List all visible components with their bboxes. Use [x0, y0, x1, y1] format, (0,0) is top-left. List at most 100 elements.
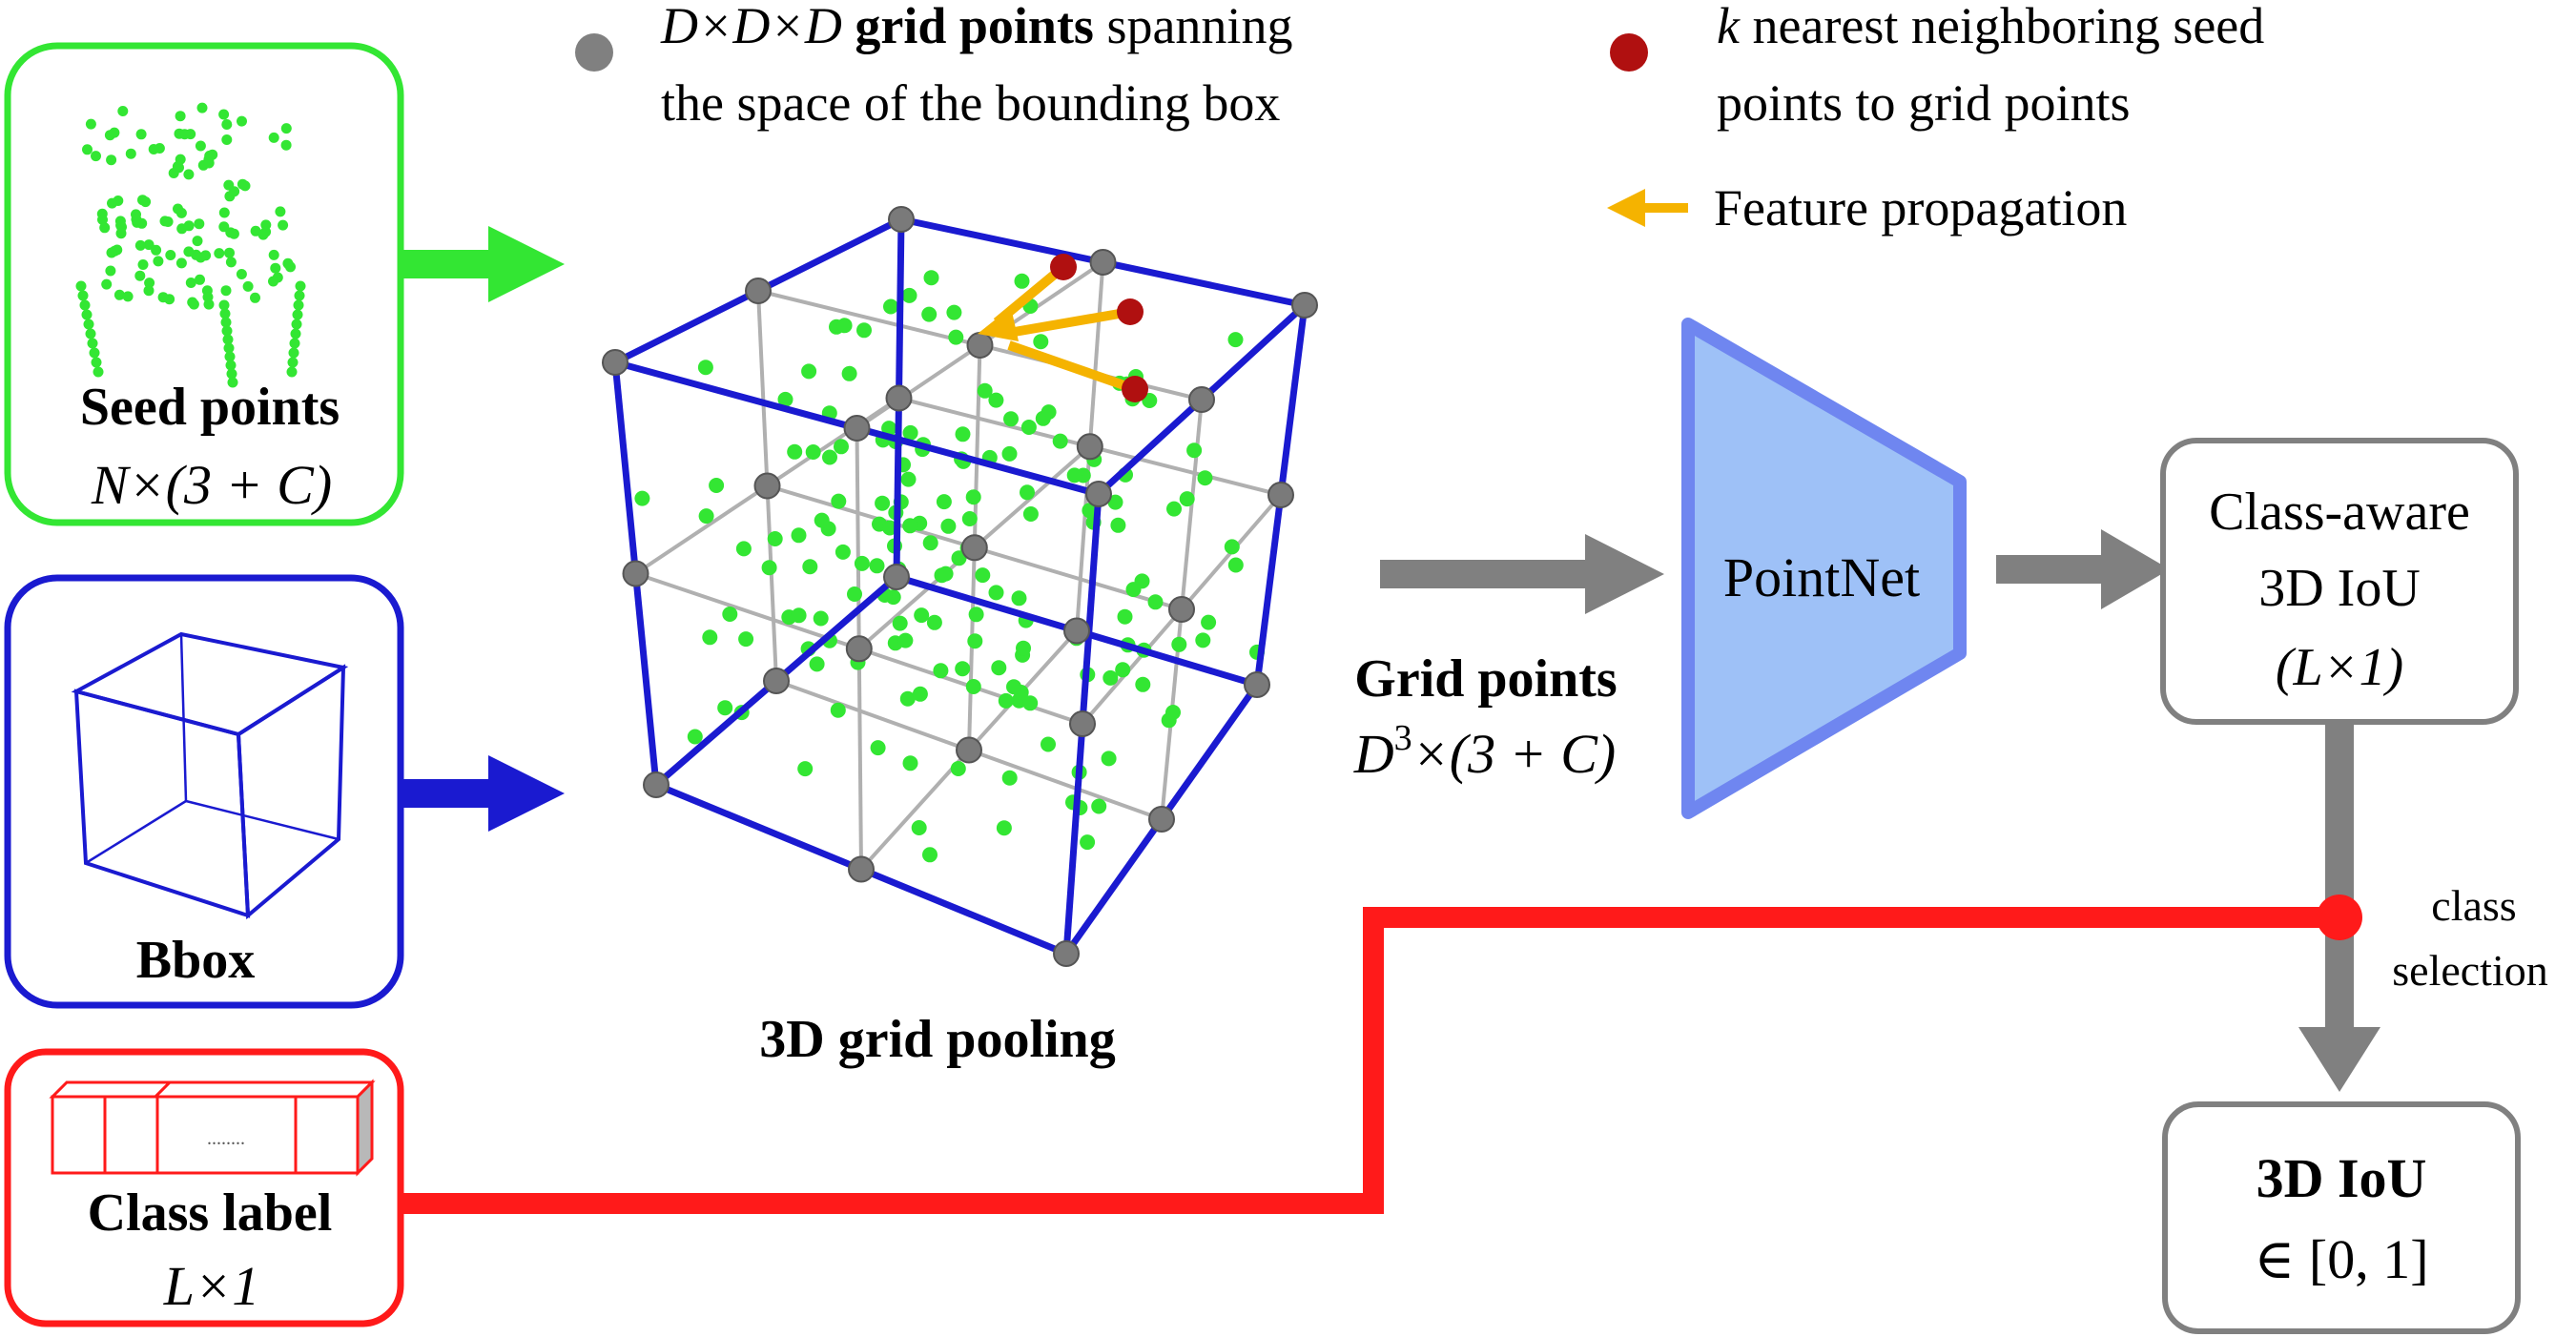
seed-dot [735, 541, 752, 557]
seed-input-arrow [402, 226, 565, 302]
seed-dot [1033, 334, 1049, 350]
seed-dot [869, 558, 885, 574]
neighbor-seed-point [1117, 298, 1144, 325]
seed-dot [113, 289, 125, 300]
orange-arrow-icon [1607, 189, 1688, 227]
seed-dot [91, 357, 102, 368]
grid-inner-lines [613, 217, 1307, 956]
seed-dot [143, 285, 155, 297]
grid-point [602, 349, 629, 376]
seed-dot [183, 169, 195, 180]
seed-dot [175, 257, 187, 269]
seed-dot [268, 276, 278, 287]
seed-dot [1014, 273, 1030, 289]
seed-dot [89, 347, 100, 359]
seed-dot [183, 220, 195, 232]
seed-dot [195, 274, 205, 285]
seed-dot [988, 392, 1004, 408]
seed-dot [968, 607, 984, 623]
seed-dot [237, 178, 248, 190]
seed-dot [988, 585, 1004, 601]
seed-dot [883, 298, 898, 315]
pointnet-to-class-aware-arrow [1996, 529, 2170, 609]
grid-points-dims-rest: ×(3 + C) [1412, 723, 1617, 785]
seed-dot [814, 512, 830, 528]
seed-dot [225, 257, 237, 268]
grid-point [643, 771, 670, 798]
seed-dot [228, 228, 239, 239]
seed-dot [977, 382, 993, 399]
output-iou-box: 3D IoU ∈ [0, 1] [2162, 1101, 2521, 1334]
class-aware-iou-box: Class-aware 3D IoU (L×1) [2160, 438, 2519, 725]
grid-points-dims-base: D [1353, 723, 1394, 785]
seed-dot [87, 338, 98, 349]
seed-dot [709, 478, 725, 493]
seed-dot [151, 244, 162, 256]
seed-dot [282, 257, 294, 269]
seed-dot [967, 633, 983, 649]
seed-dot [91, 151, 101, 162]
seed-dot [911, 820, 927, 835]
seed-dot [998, 692, 1014, 709]
seed-dot [901, 287, 917, 303]
seed-dot [912, 686, 928, 702]
seed-dot [1101, 751, 1117, 767]
seed-dot [813, 610, 829, 627]
seed-dot [225, 360, 237, 371]
seed-dot [922, 847, 938, 863]
output-iou-range: ∈ [0, 1] [2254, 1228, 2428, 1290]
seed-dot [218, 109, 230, 120]
seed-dot [224, 247, 235, 258]
legend-grid-line2: the space of the bounding box [661, 74, 1280, 132]
seed-dot [805, 444, 821, 460]
seed-dot [936, 494, 952, 510]
seed-dot [902, 755, 918, 771]
seed-dot [900, 471, 917, 487]
seed-dot [1147, 594, 1164, 610]
seed-dot [1195, 632, 1211, 648]
seed-dot [902, 518, 918, 534]
grid-point [845, 635, 873, 663]
bbox-title: Bbox [136, 931, 256, 990]
seed-dot [892, 615, 908, 631]
seed-dot [218, 207, 230, 218]
seed-dot [288, 347, 299, 359]
seed-dot [122, 291, 134, 302]
seed-dot [93, 366, 104, 378]
seed-dot [223, 342, 235, 354]
svg-text:k nearest neighboring seed: k nearest neighboring seed [1717, 0, 2264, 54]
seed-dot [870, 740, 886, 756]
seed-dot [922, 535, 938, 551]
legend-grid-points: D×D×D grid points spanning the space of … [575, 0, 1292, 132]
seed-dot [777, 391, 793, 407]
seed-points-title: Seed points [80, 378, 340, 437]
seed-dot [1091, 798, 1107, 814]
seed-dot [203, 298, 215, 310]
seed-dot [1080, 834, 1096, 851]
seed-dot [1001, 770, 1018, 786]
seed-dot [106, 154, 117, 166]
grid-point [956, 736, 982, 764]
grid-point [753, 472, 781, 500]
legend-seed-math: k [1717, 0, 1741, 54]
seed-dot [250, 292, 260, 303]
seed-dot [229, 186, 240, 197]
seed-dot [1197, 470, 1213, 486]
class-aware-line2: 3D IoU [2258, 559, 2421, 618]
class-aware-to-output-arrow [2298, 722, 2380, 1092]
seed-dot [1022, 506, 1039, 522]
seed-dot [242, 280, 254, 292]
seed-dot [134, 239, 146, 251]
seed-dot [875, 495, 891, 511]
class-aware-line3: (L×1) [2276, 638, 2403, 697]
grid-point [1085, 481, 1112, 507]
seed-dot [1041, 736, 1056, 752]
seed-dot [192, 236, 203, 247]
seed-dot [1020, 420, 1037, 435]
seed-dot [144, 278, 155, 289]
seed-dot [131, 214, 142, 225]
seed-dot [280, 123, 292, 134]
seed-dot [219, 308, 231, 319]
seed-dot [1016, 640, 1031, 656]
seed-dot [634, 490, 650, 506]
